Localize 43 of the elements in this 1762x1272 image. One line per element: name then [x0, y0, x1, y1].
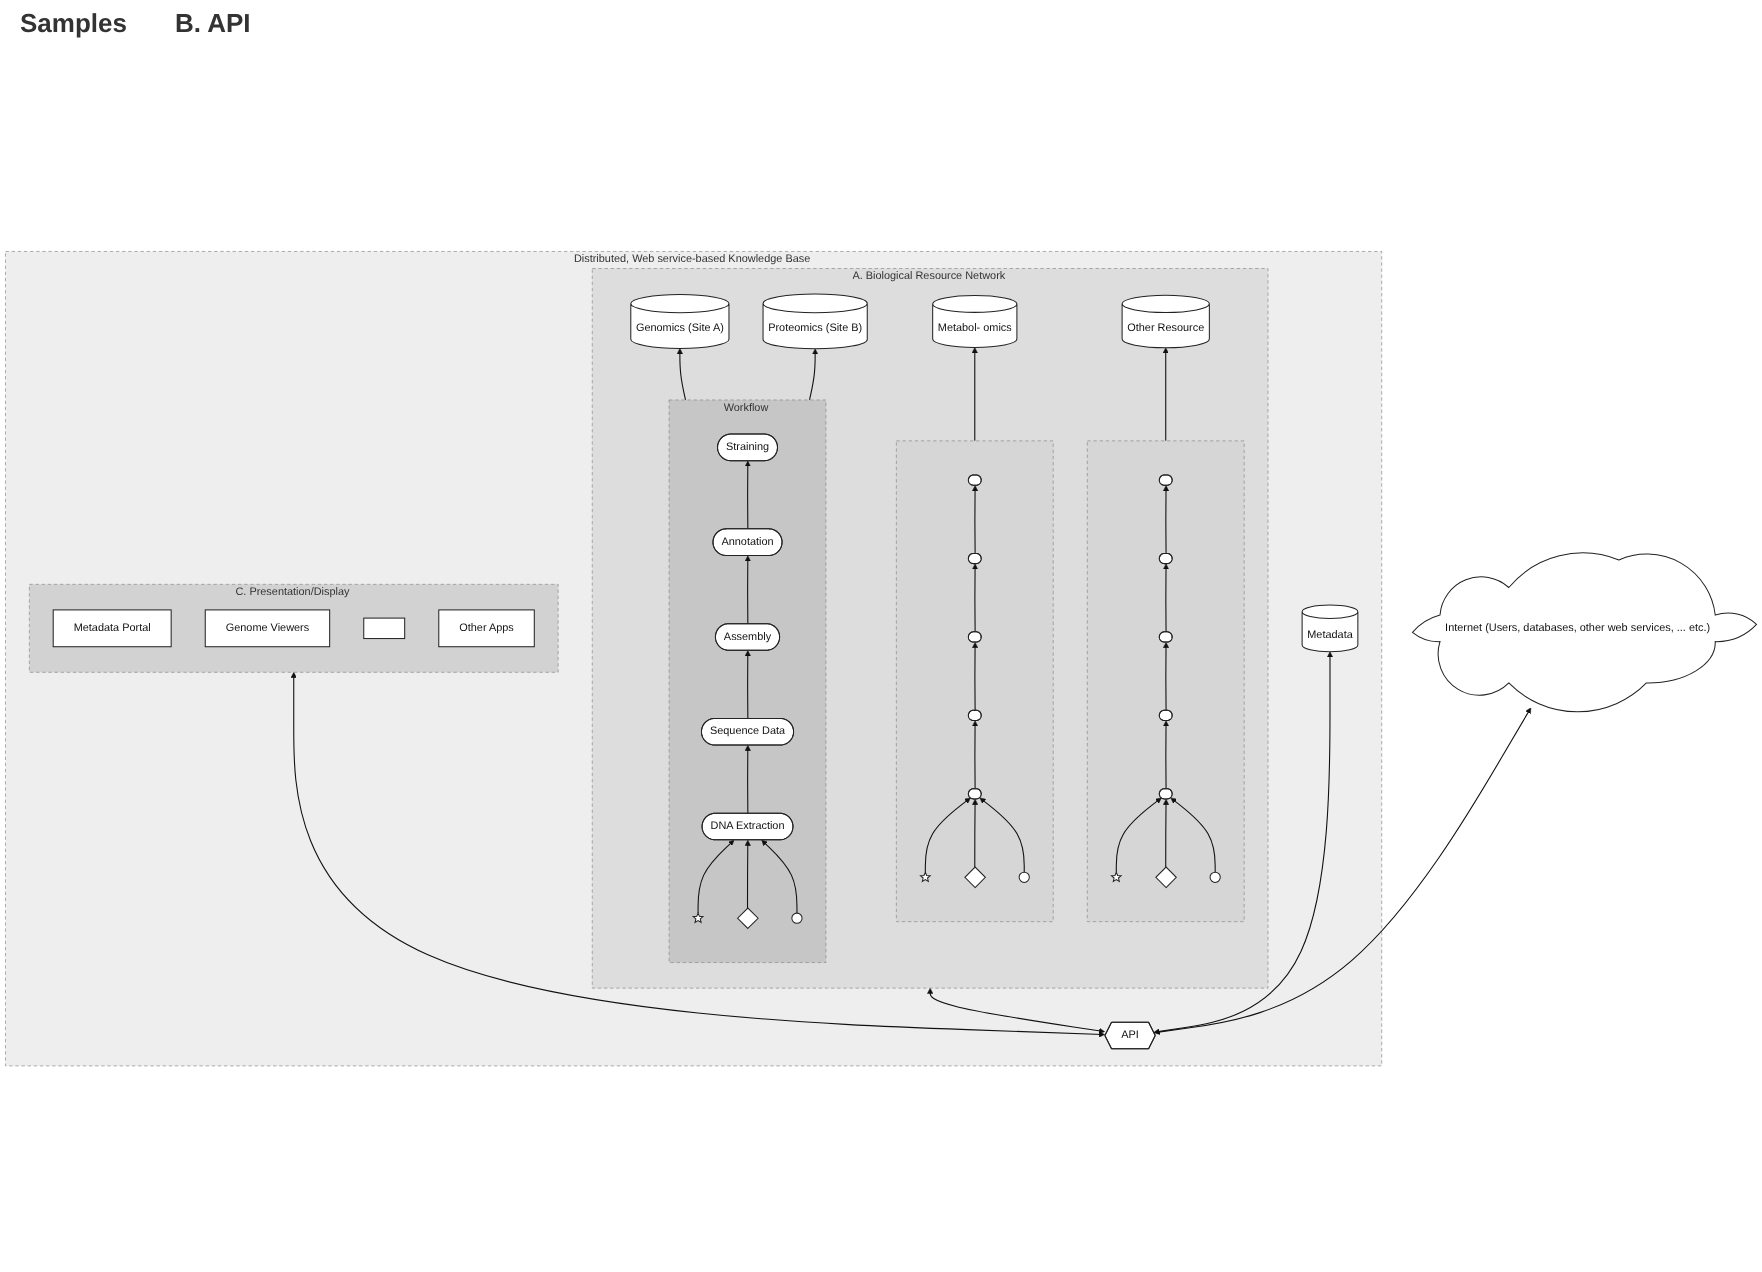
node-box	[363, 617, 406, 640]
arrow	[924, 797, 971, 874]
arrow	[1154, 707, 1532, 1036]
arrow	[744, 840, 751, 909]
arrow	[1163, 799, 1169, 868]
arrow	[808, 348, 819, 401]
node-star	[919, 871, 932, 883]
arrow	[1170, 797, 1216, 874]
arrow	[761, 840, 798, 914]
section-label: B. API	[174, 8, 251, 38]
arrow	[971, 347, 978, 442]
section-label: Samples	[20, 8, 127, 38]
arrow	[1163, 642, 1169, 712]
node-star	[1110, 871, 1123, 883]
arrow	[1163, 485, 1169, 555]
arrow	[290, 672, 1105, 1038]
arrow	[744, 461, 751, 531]
arrow	[1163, 720, 1169, 790]
node-star	[691, 912, 705, 924]
arrow	[972, 720, 979, 790]
arrow	[1163, 564, 1169, 633]
arrow	[972, 564, 979, 633]
arrow	[972, 485, 979, 555]
arrow	[1162, 347, 1169, 442]
cluster	[1086, 440, 1245, 923]
arrow	[744, 555, 751, 625]
arrow	[972, 799, 979, 868]
cluster	[896, 440, 1054, 923]
node-circle	[1209, 872, 1221, 884]
node-circle	[791, 912, 803, 925]
arrow	[697, 840, 735, 914]
arrow	[744, 650, 751, 720]
arrow	[676, 348, 687, 401]
node-diamond	[1155, 866, 1178, 889]
arrow	[979, 797, 1025, 874]
node-diamond	[736, 907, 759, 930]
node-circle	[1018, 872, 1030, 884]
arrow	[1153, 651, 1333, 1035]
arrow	[927, 988, 1105, 1035]
arrow	[744, 745, 751, 815]
arrow	[972, 642, 979, 712]
arrow	[1115, 797, 1162, 874]
node-diamond	[964, 866, 987, 889]
